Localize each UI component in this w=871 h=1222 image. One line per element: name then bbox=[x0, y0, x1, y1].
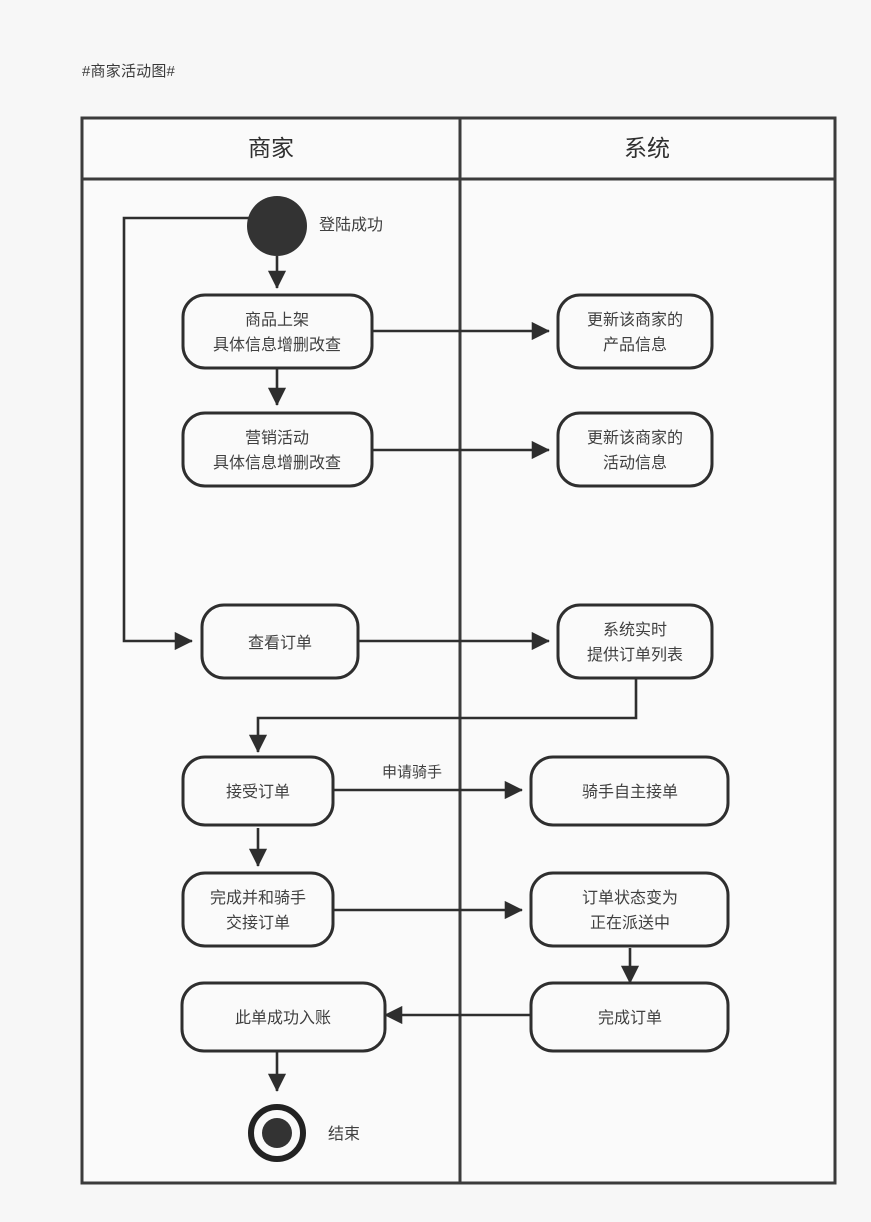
edge-accept-to-rider: 申请骑手 bbox=[333, 764, 523, 800]
node-update-activity-info[interactable]: 更新该商家的 活动信息 bbox=[556, 411, 714, 488]
node-settle-order[interactable]: 此单成功入账 bbox=[180, 981, 387, 1053]
node-end-label: 结束 bbox=[328, 1125, 360, 1143]
node-product-shelf-line2: 具体信息增删改查 bbox=[213, 336, 341, 354]
lane-header-system-label: 系统 bbox=[624, 135, 670, 161]
node-update-product-info[interactable]: 更新该商家的 产品信息 bbox=[556, 293, 714, 370]
node-start[interactable]: 登陆成功 bbox=[247, 196, 383, 256]
node-complete-order[interactable]: 完成订单 bbox=[529, 981, 730, 1053]
node-update-product-info-line2: 产品信息 bbox=[603, 336, 667, 354]
node-update-activity-info-line1: 更新该商家的 bbox=[587, 429, 683, 447]
node-end[interactable]: 结束 bbox=[248, 1104, 360, 1162]
node-view-orders[interactable]: 查看订单 bbox=[200, 603, 360, 680]
node-marketing-activity-line2: 具体信息增删改查 bbox=[213, 454, 341, 472]
node-view-orders-label: 查看订单 bbox=[248, 634, 312, 652]
node-update-product-info-line1: 更新该商家的 bbox=[587, 311, 683, 329]
node-rider-self-accept[interactable]: 骑手自主接单 bbox=[529, 755, 730, 827]
lane-header-merchant: 商家 bbox=[248, 135, 294, 161]
edge-realtime-list-to-accept bbox=[248, 679, 638, 753]
node-order-status-delivering-line2: 正在派送中 bbox=[590, 914, 670, 932]
final-node-core-icon bbox=[262, 1118, 292, 1148]
edge-label-apply-rider: 申请骑手 bbox=[382, 764, 442, 781]
node-accept-order-label: 接受订单 bbox=[226, 783, 290, 801]
node-realtime-order-list-line1: 系统实时 bbox=[603, 621, 667, 639]
node-complete-order-label: 完成订单 bbox=[598, 1009, 662, 1027]
node-handover-order[interactable]: 完成并和骑手 交接订单 bbox=[181, 871, 335, 948]
node-settle-order-label: 此单成功入账 bbox=[235, 1009, 331, 1027]
node-product-shelf-line1: 商品上架 bbox=[245, 311, 309, 329]
node-start-label: 登陆成功 bbox=[319, 216, 383, 234]
initial-node-icon bbox=[247, 196, 307, 256]
node-handover-order-line2: 交接订单 bbox=[226, 914, 290, 932]
node-product-shelf[interactable]: 商品上架 具体信息增删改查 bbox=[181, 293, 374, 370]
node-order-status-delivering[interactable]: 订单状态变为 正在派送中 bbox=[529, 871, 730, 948]
final-node-ring-icon bbox=[248, 1104, 306, 1162]
lane-header-merchant-label: 商家 bbox=[248, 135, 294, 161]
lane-header-system: 系统 bbox=[624, 135, 670, 161]
node-marketing-activity-line1: 营销活动 bbox=[245, 429, 309, 447]
node-update-activity-info-line2: 活动信息 bbox=[603, 454, 667, 472]
node-marketing-activity[interactable]: 营销活动 具体信息增删改查 bbox=[181, 411, 374, 488]
node-handover-order-line1: 完成并和骑手 bbox=[210, 889, 306, 907]
node-accept-order[interactable]: 接受订单 bbox=[181, 755, 335, 827]
node-rider-self-accept-label: 骑手自主接单 bbox=[582, 783, 678, 801]
page-title: #商家活动图# bbox=[82, 63, 176, 80]
node-realtime-order-list[interactable]: 系统实时 提供订单列表 bbox=[556, 603, 714, 680]
node-order-status-delivering-line1: 订单状态变为 bbox=[582, 889, 678, 907]
edge-start-to-view-orders bbox=[122, 216, 250, 651]
node-realtime-order-list-line2: 提供订单列表 bbox=[587, 646, 683, 664]
